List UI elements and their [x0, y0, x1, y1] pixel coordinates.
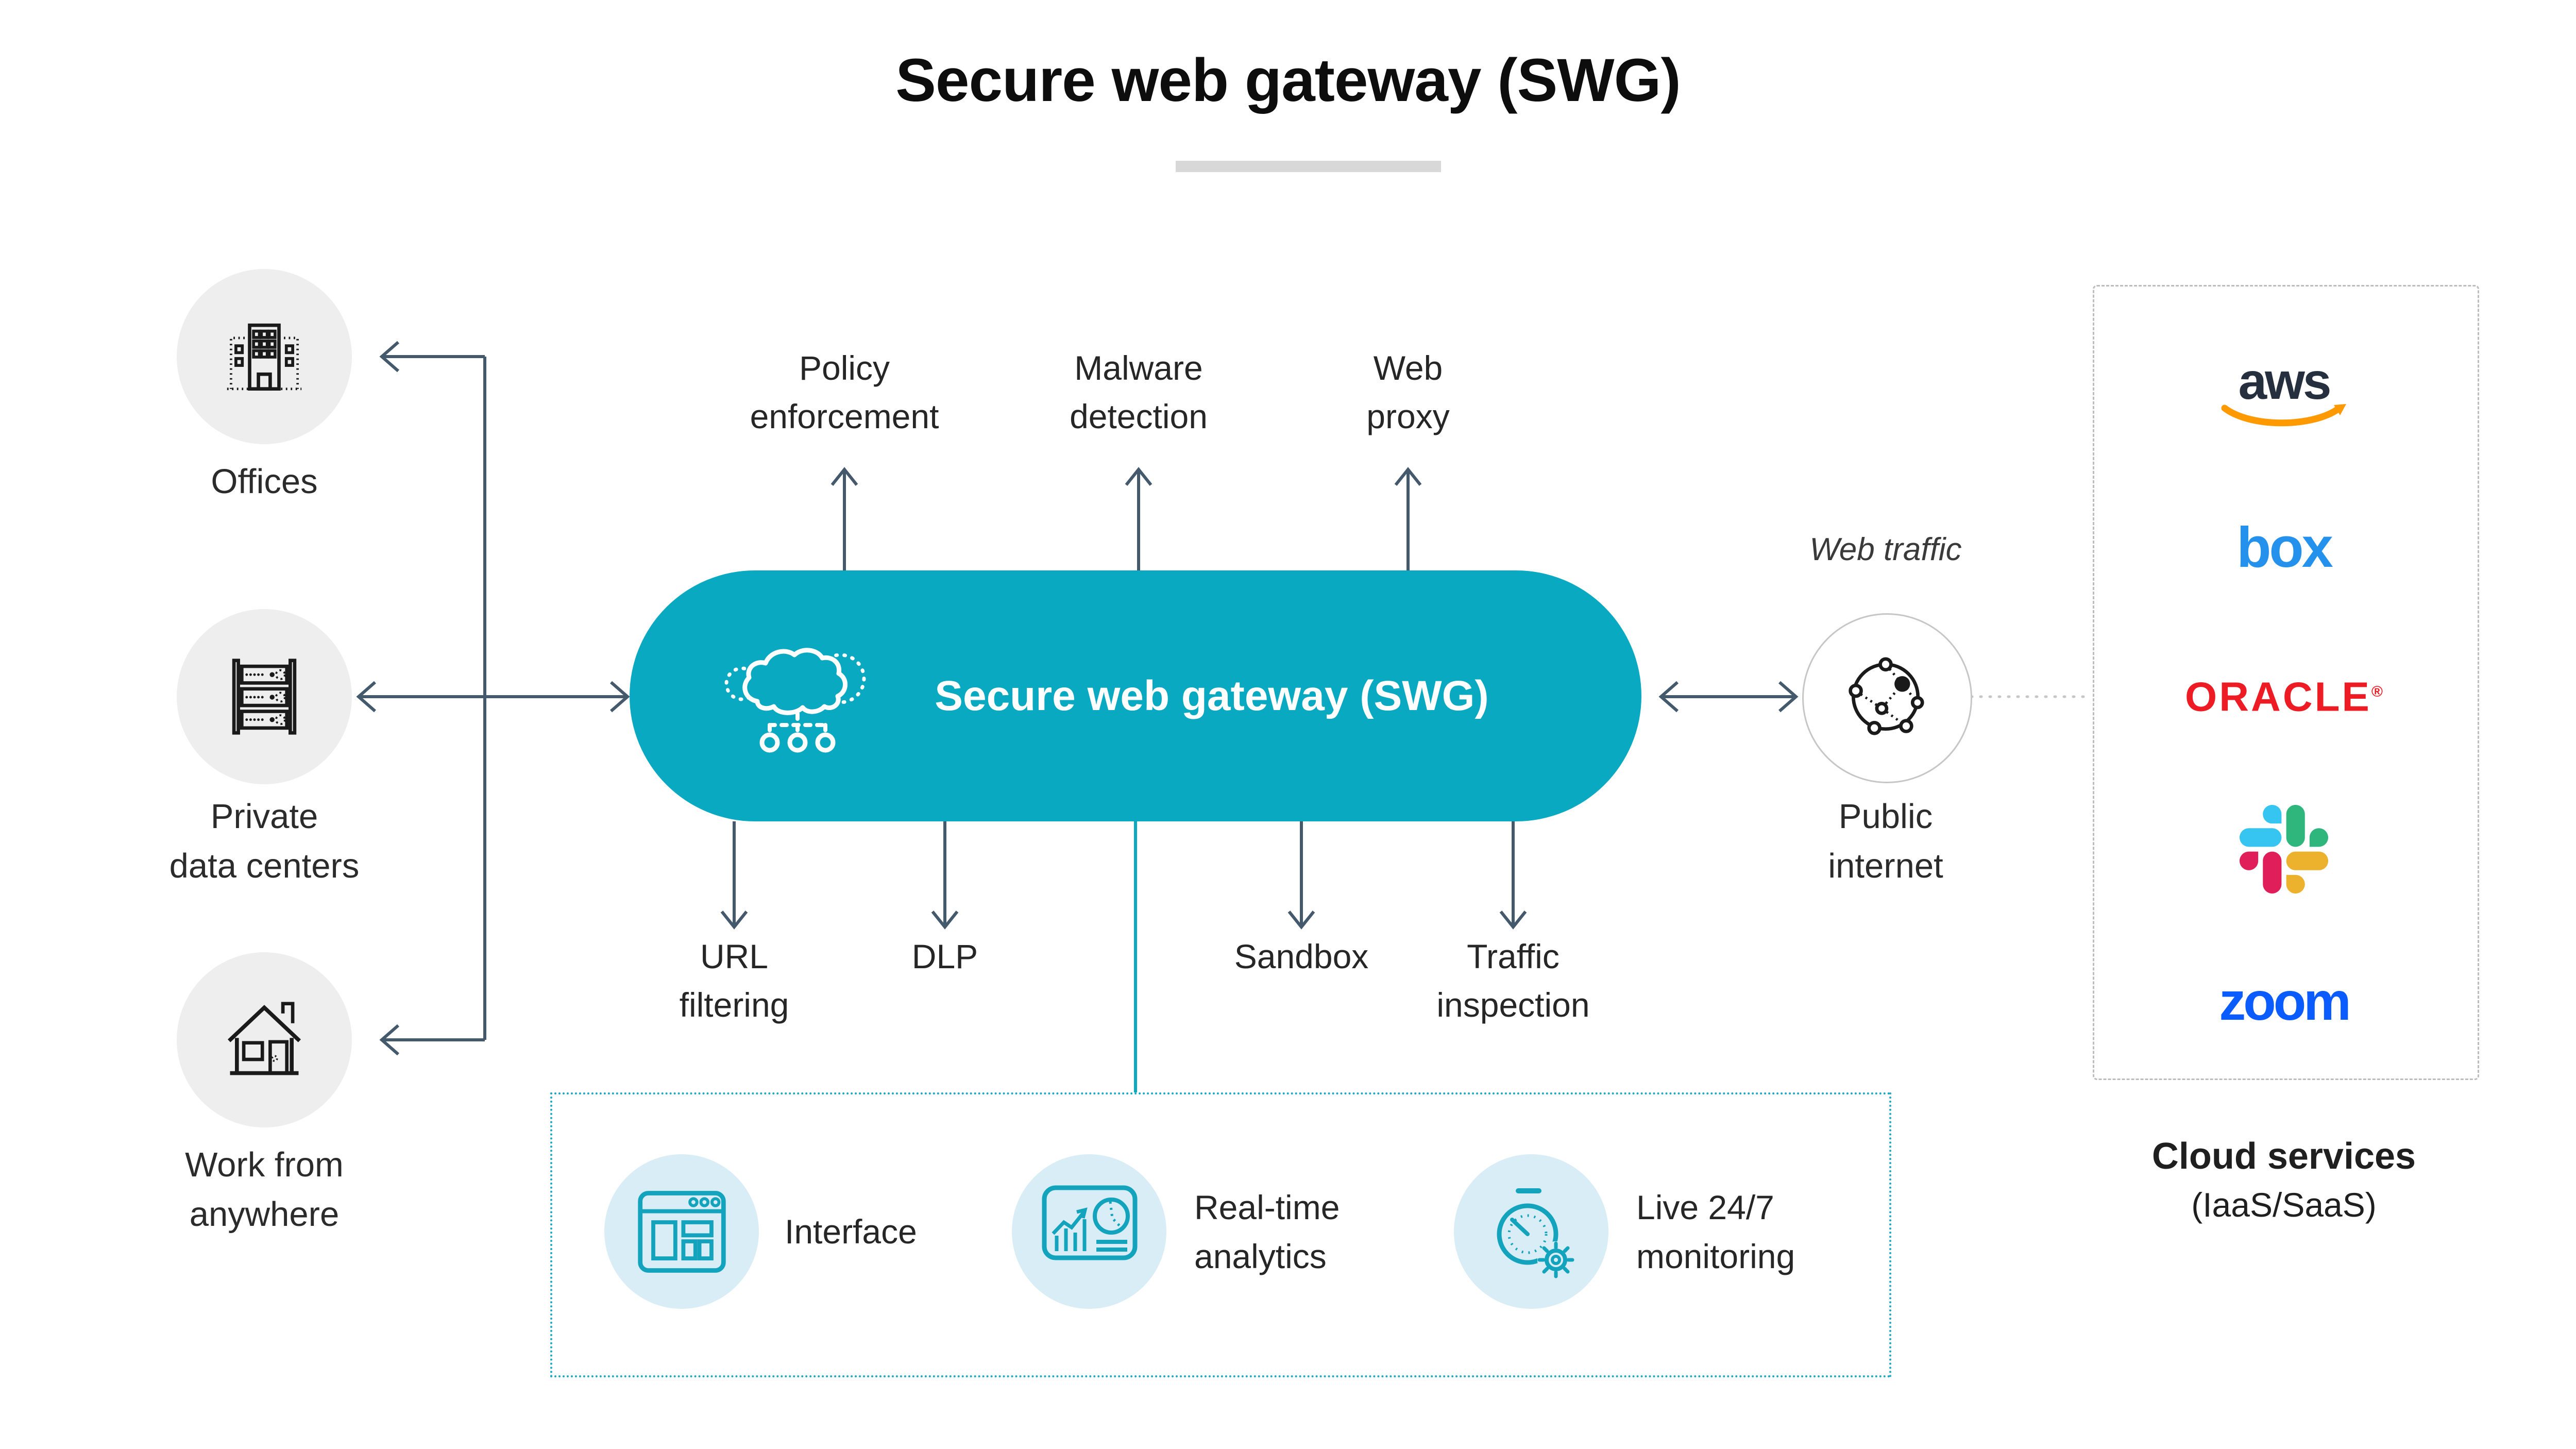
arrow-web-proxy	[1394, 467, 1422, 570]
office-building-icon	[227, 323, 302, 391]
feature-malware-detection: Malware detection	[1070, 349, 1208, 435]
oracle-logo: ORACLE®	[2185, 673, 2383, 720]
analytics-circle	[1012, 1154, 1166, 1309]
feature-dlp: DLP	[911, 937, 978, 975]
datacenters-label: Private data centers	[169, 797, 360, 885]
anywhere-node-circle	[177, 952, 352, 1127]
zoom-logo: zoom	[2219, 972, 2351, 1032]
box-logo: box	[2236, 516, 2333, 579]
interface-label: Interface	[785, 1212, 917, 1251]
monitoring-circle	[1454, 1154, 1608, 1309]
globe-network-icon	[1849, 657, 1924, 735]
cloud-services-box	[2093, 285, 2479, 1080]
web-traffic-label: Web traffic	[1809, 532, 1962, 567]
interface-browser-icon	[638, 1191, 726, 1273]
arrow-to-anywhere	[379, 1024, 485, 1056]
feature-web-proxy: Web proxy	[1366, 349, 1450, 435]
monitoring-label: Live 24/7 monitoring	[1636, 1188, 1795, 1275]
swg-pill: Secure web gateway (SWG)	[630, 570, 1641, 821]
feature-sandbox: Sandbox	[1234, 937, 1369, 975]
datacenters-node-circle	[177, 609, 352, 784]
arrow-pill-internet	[1658, 681, 1799, 713]
title-underline	[1176, 161, 1441, 172]
swg-pill-label: Secure web gateway (SWG)	[935, 672, 1489, 719]
arrow-url-filtering	[720, 821, 748, 930]
arrow-traffic-inspection	[1499, 821, 1527, 930]
analytics-chart-icon	[1042, 1185, 1138, 1260]
arrow-sandbox	[1287, 821, 1315, 930]
arrow-to-offices	[379, 341, 485, 373]
cloud-icon	[724, 648, 866, 753]
arrow-datacenters-pill	[356, 681, 630, 713]
public-internet-circle	[1802, 613, 1972, 783]
page-title: Secure web gateway (SWG)	[895, 46, 1681, 114]
feature-url-filtering: URL filtering	[679, 937, 789, 1024]
offices-label: Offices	[211, 462, 318, 501]
public-internet-label: Public internet	[1828, 797, 1943, 885]
feature-traffic-inspection: Traffic inspection	[1436, 937, 1590, 1024]
aws-logo: aws	[2219, 356, 2348, 431]
house-icon	[227, 1002, 301, 1075]
aws-smile-icon	[2221, 404, 2346, 427]
arrow-dlp	[931, 821, 959, 930]
stopwatch-gear-icon	[1497, 1188, 1574, 1278]
analytics-label: Real-time analytics	[1194, 1188, 1340, 1275]
server-rack-icon	[232, 659, 297, 735]
arrow-policy-enforcement	[831, 467, 858, 570]
anywhere-label: Work from anywhere	[185, 1145, 344, 1234]
feature-policy-enforcement: Policy enforcement	[750, 349, 939, 435]
aws-logo-text: aws	[2238, 352, 2331, 410]
slack-logo-icon	[2240, 805, 2328, 894]
capabilities-box	[550, 1092, 1891, 1377]
cloud-services-caption: Cloud services (IaaS/SaaS)	[2151, 1136, 2416, 1224]
arrow-malware-detection	[1125, 467, 1153, 570]
oracle-registered-mark: ®	[2371, 683, 2383, 700]
